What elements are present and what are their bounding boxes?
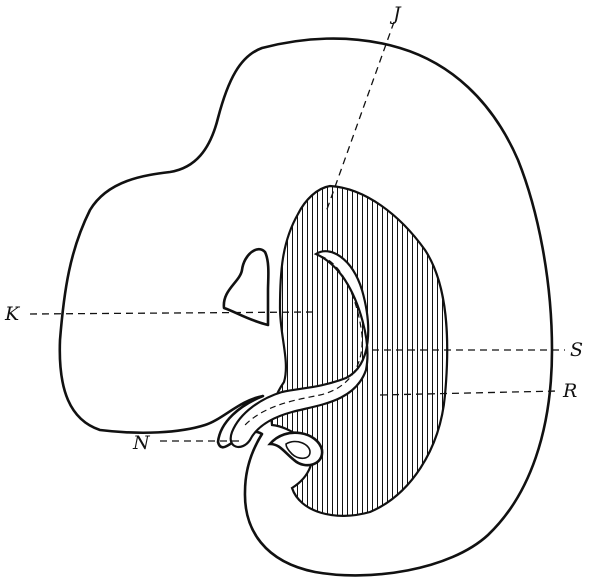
label-K: K — [4, 303, 21, 325]
label-S: S — [570, 339, 583, 361]
upper-bud-outline — [224, 249, 269, 325]
leader-K — [30, 312, 312, 314]
leader-J — [326, 22, 394, 212]
hatched-organ-region — [272, 186, 448, 516]
label-J: J — [389, 3, 402, 25]
label-N: N — [132, 432, 151, 454]
label-R: R — [562, 380, 577, 402]
